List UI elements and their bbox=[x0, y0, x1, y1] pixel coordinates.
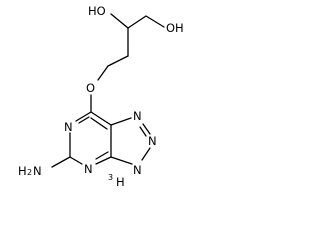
bond-c1-cbridge bbox=[107, 55, 129, 67]
bond-c7a-c7 bbox=[90, 111, 112, 126]
bond-c3-oh bbox=[145, 15, 165, 28]
atom-ether-o: O bbox=[86, 81, 95, 95]
bond-c7a-n1 bbox=[110, 117, 132, 126]
atom-nh-triazole-h: H bbox=[116, 175, 125, 189]
bond-n1-n2-double bbox=[139, 126, 147, 137]
atom-ho-top: HO bbox=[88, 4, 106, 18]
bond-c7-n6 bbox=[75, 111, 92, 122]
atom-nh2-n: N bbox=[33, 164, 42, 178]
atom-nh-triazole-n: N bbox=[133, 163, 142, 177]
bond-n2-n3 bbox=[141, 147, 151, 161]
bond-c2-c3 bbox=[127, 15, 147, 29]
bond-c7-n6-double bbox=[78, 116, 90, 124]
bond-n4-c3a bbox=[95, 156, 112, 165]
bond-ho-c2 bbox=[110, 13, 129, 29]
bond-n3-c3a bbox=[110, 156, 133, 165]
atom-nh2-sub: 2 bbox=[27, 168, 32, 177]
atom-nh2-h: H bbox=[18, 164, 27, 178]
bond-n4-c3a-double bbox=[95, 151, 109, 160]
chemical-structure: HO OH O N N N N H 3 N H 2 N bbox=[18, 4, 184, 189]
bond-c5-nh2 bbox=[51, 156, 71, 168]
atom-nh-triazole-locant: 3 bbox=[108, 173, 113, 182]
atom-n-ring-bottom: N bbox=[84, 162, 93, 176]
atom-n-triazole-top: N bbox=[133, 109, 142, 123]
bond-c7a-c7-inner bbox=[90, 117, 108, 130]
atom-n-triazole-right: N bbox=[148, 134, 157, 148]
bond-cbridge-o bbox=[97, 65, 109, 81]
atom-nh2: H 2 N bbox=[18, 164, 42, 178]
atom-nh-triazole: H 3 N bbox=[108, 163, 142, 189]
bond-n1-n2 bbox=[142, 123, 151, 135]
atom-n-ring-left: N bbox=[64, 120, 73, 134]
atom-oh-right: OH bbox=[166, 21, 184, 35]
bond-c5-n4 bbox=[69, 156, 83, 165]
